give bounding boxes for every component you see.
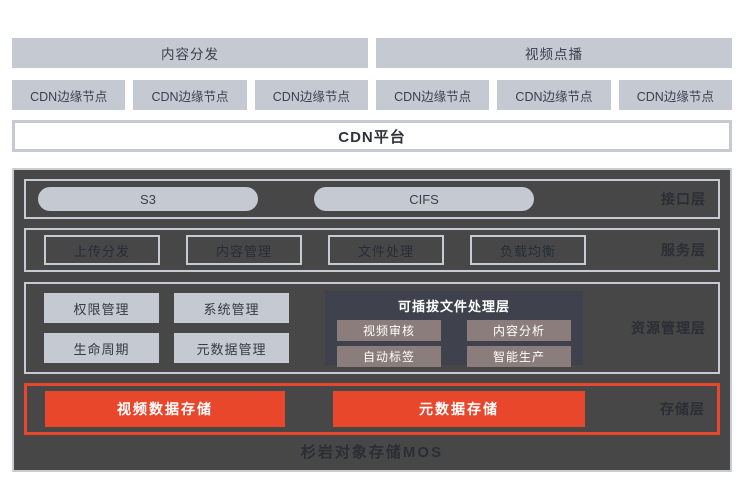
edge-node-box: CDN边缘节点 [12, 80, 126, 110]
protocol-pill-s3: S3 [38, 187, 258, 211]
cdn-platform-label: CDN平台 [338, 128, 406, 146]
storage-box-metadata: 元数据存储 [333, 391, 585, 427]
flow-bar-vod: 视频点播 [376, 38, 732, 68]
pluggable-box-grid: 视频审核 内容分析 自动标签 智能生产 [337, 320, 571, 367]
interface-layer-label: 接口层 [661, 191, 706, 207]
service-box-load-balancing: 负载均衡 [470, 235, 586, 265]
storage-layer-label: 存储层 [660, 401, 705, 417]
service-box-content-management: 内容管理 [186, 235, 302, 265]
mgmt-box-permissions: 权限管理 [44, 293, 159, 323]
flow-bar-content-distribution: 内容分发 [12, 38, 368, 68]
edge-node-box: CDN边缘节点 [618, 80, 732, 110]
storage-layer-row: 视频数据存储 元数据存储 存储层 [24, 383, 720, 435]
edge-node-box: CDN边缘节点 [254, 80, 368, 110]
pluggable-processing-panel: 可插拔文件处理层 视频审核 内容分析 自动标签 智能生产 [325, 291, 583, 367]
plugin-box-video-review: 视频审核 [337, 320, 441, 341]
plugin-box-intelligent-production: 智能生产 [467, 346, 571, 367]
edge-node-box: CDN边缘节点 [133, 80, 247, 110]
service-layer-row: 上传分发 内容管理 文件处理 负载均衡 服务层 [24, 228, 720, 272]
management-box-grid: 权限管理 系统管理 生命周期 元数据管理 [44, 293, 289, 363]
mgmt-box-metadata: 元数据管理 [174, 333, 289, 363]
edge-node-box: CDN边缘节点 [375, 80, 490, 110]
mos-caption: 杉岩对象存储MOS [300, 444, 444, 461]
plugin-box-content-analysis: 内容分析 [467, 320, 571, 341]
plugin-box-auto-tagging: 自动标签 [337, 346, 441, 367]
interface-layer-row: S3 CIFS 接口层 [24, 179, 720, 219]
pluggable-panel-title: 可插拔文件处理层 [397, 299, 510, 314]
protocol-pill-cifs: CIFS [314, 187, 534, 211]
mgmt-box-system: 系统管理 [174, 293, 289, 323]
service-box-upload-distribution: 上传分发 [44, 235, 160, 265]
service-layer-label: 服务层 [661, 242, 706, 258]
flow-bar-row: 内容分发 视频点播 [12, 38, 732, 68]
edge-node-box: CDN边缘节点 [497, 80, 611, 110]
service-box-file-processing: 文件处理 [328, 235, 444, 265]
cdn-platform-bar: CDN平台 [12, 120, 732, 152]
mos-container: S3 CIFS 接口层 上传分发 内容管理 文件处理 负载均衡 服务层 权限管理… [12, 168, 732, 472]
storage-box-video-data: 视频数据存储 [45, 391, 285, 427]
management-layer-label: 资源管理层 [631, 320, 706, 336]
management-layer-row: 权限管理 系统管理 生命周期 元数据管理 可插拔文件处理层 视频审核 内容分析 … [24, 282, 720, 374]
edge-node-row: CDN边缘节点 CDN边缘节点 CDN边缘节点 CDN边缘节点 CDN边缘节点 … [12, 80, 732, 110]
mgmt-box-lifecycle: 生命周期 [44, 333, 159, 363]
